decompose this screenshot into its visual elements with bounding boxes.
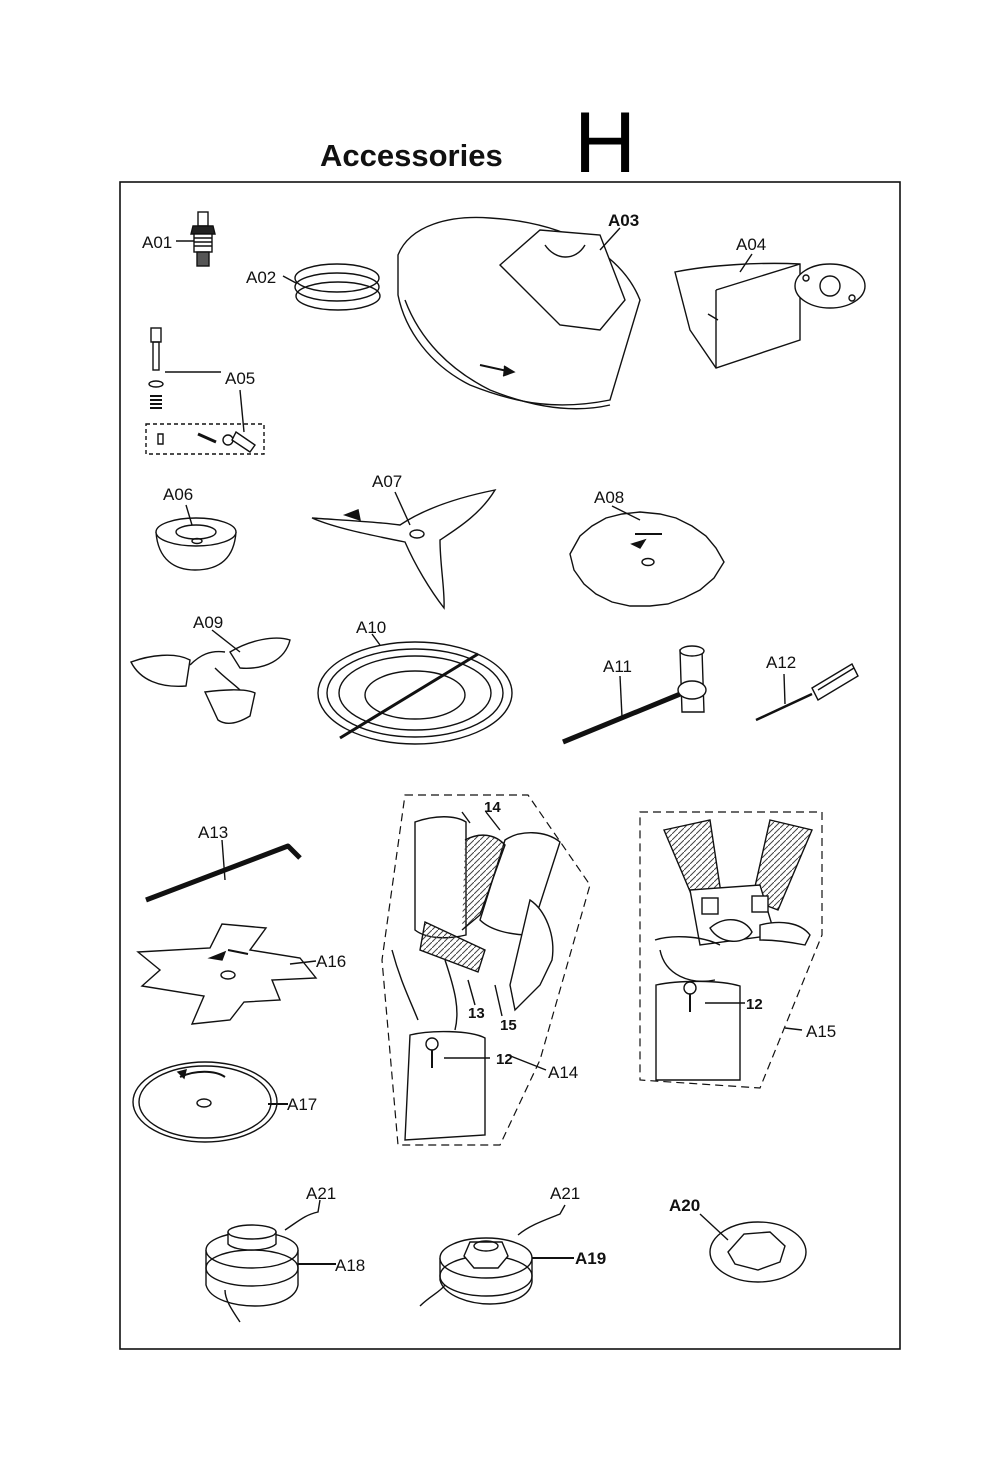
disc-blade bbox=[132, 1061, 288, 1143]
label-a02: A02 bbox=[246, 268, 276, 287]
label-part-13: 13 bbox=[468, 1005, 485, 1022]
label-a10: A10 bbox=[356, 618, 386, 637]
hex-key bbox=[145, 839, 302, 903]
trimmer-line-coil bbox=[282, 263, 381, 311]
spark-plug bbox=[176, 211, 216, 267]
harness-standard bbox=[381, 794, 591, 1146]
plastic-blade-set bbox=[130, 629, 291, 725]
label-a05: A05 bbox=[225, 369, 255, 388]
label-a18: A18 bbox=[335, 1256, 365, 1275]
label-a21-right: A21 bbox=[550, 1184, 580, 1203]
label-part-15: 15 bbox=[500, 1017, 517, 1034]
label-a06: A06 bbox=[163, 485, 193, 504]
label-a04: A04 bbox=[736, 235, 766, 254]
label-a19: A19 bbox=[575, 1249, 606, 1268]
diagram-frame bbox=[119, 181, 901, 1350]
blade-guard bbox=[674, 253, 866, 369]
label-a07: A07 bbox=[372, 472, 402, 491]
thrust-cup bbox=[155, 504, 237, 571]
label-a01: A01 bbox=[142, 233, 172, 252]
label-a03: A03 bbox=[608, 211, 639, 230]
label-part-14: 14 bbox=[484, 799, 501, 816]
label-a14: A14 bbox=[548, 1063, 578, 1082]
spring-pin-kit bbox=[145, 327, 265, 455]
label-a16: A16 bbox=[316, 952, 346, 971]
label-a12: A12 bbox=[766, 653, 796, 672]
label-part-12-a14: 12 bbox=[496, 1051, 513, 1068]
label-a13: A13 bbox=[198, 823, 228, 842]
label-a15: A15 bbox=[806, 1022, 836, 1041]
screwdriver bbox=[755, 663, 859, 722]
trimmer-head-a18 bbox=[205, 1199, 336, 1323]
label-a11: A11 bbox=[603, 657, 632, 676]
page-title: Accessories bbox=[320, 138, 503, 173]
trimmer-head-a19 bbox=[419, 1204, 574, 1307]
combination-spanner bbox=[562, 645, 707, 745]
three-tooth-grass-blade bbox=[311, 489, 497, 610]
saw-blade bbox=[569, 505, 725, 607]
four-tooth-grass-blade bbox=[136, 923, 318, 1025]
label-part-12-a15: 12 bbox=[746, 996, 763, 1013]
label-a20: A20 bbox=[669, 1196, 700, 1215]
guard-ring bbox=[317, 633, 513, 745]
label-a08: A08 bbox=[594, 488, 624, 507]
section-letter: H bbox=[574, 95, 637, 191]
label-a09: A09 bbox=[193, 613, 223, 632]
trimmer-guard bbox=[397, 216, 641, 410]
harness-balance bbox=[639, 811, 823, 1089]
label-a17: A17 bbox=[287, 1095, 317, 1114]
label-a21-left: A21 bbox=[306, 1184, 336, 1203]
cover-disc bbox=[699, 1213, 807, 1283]
